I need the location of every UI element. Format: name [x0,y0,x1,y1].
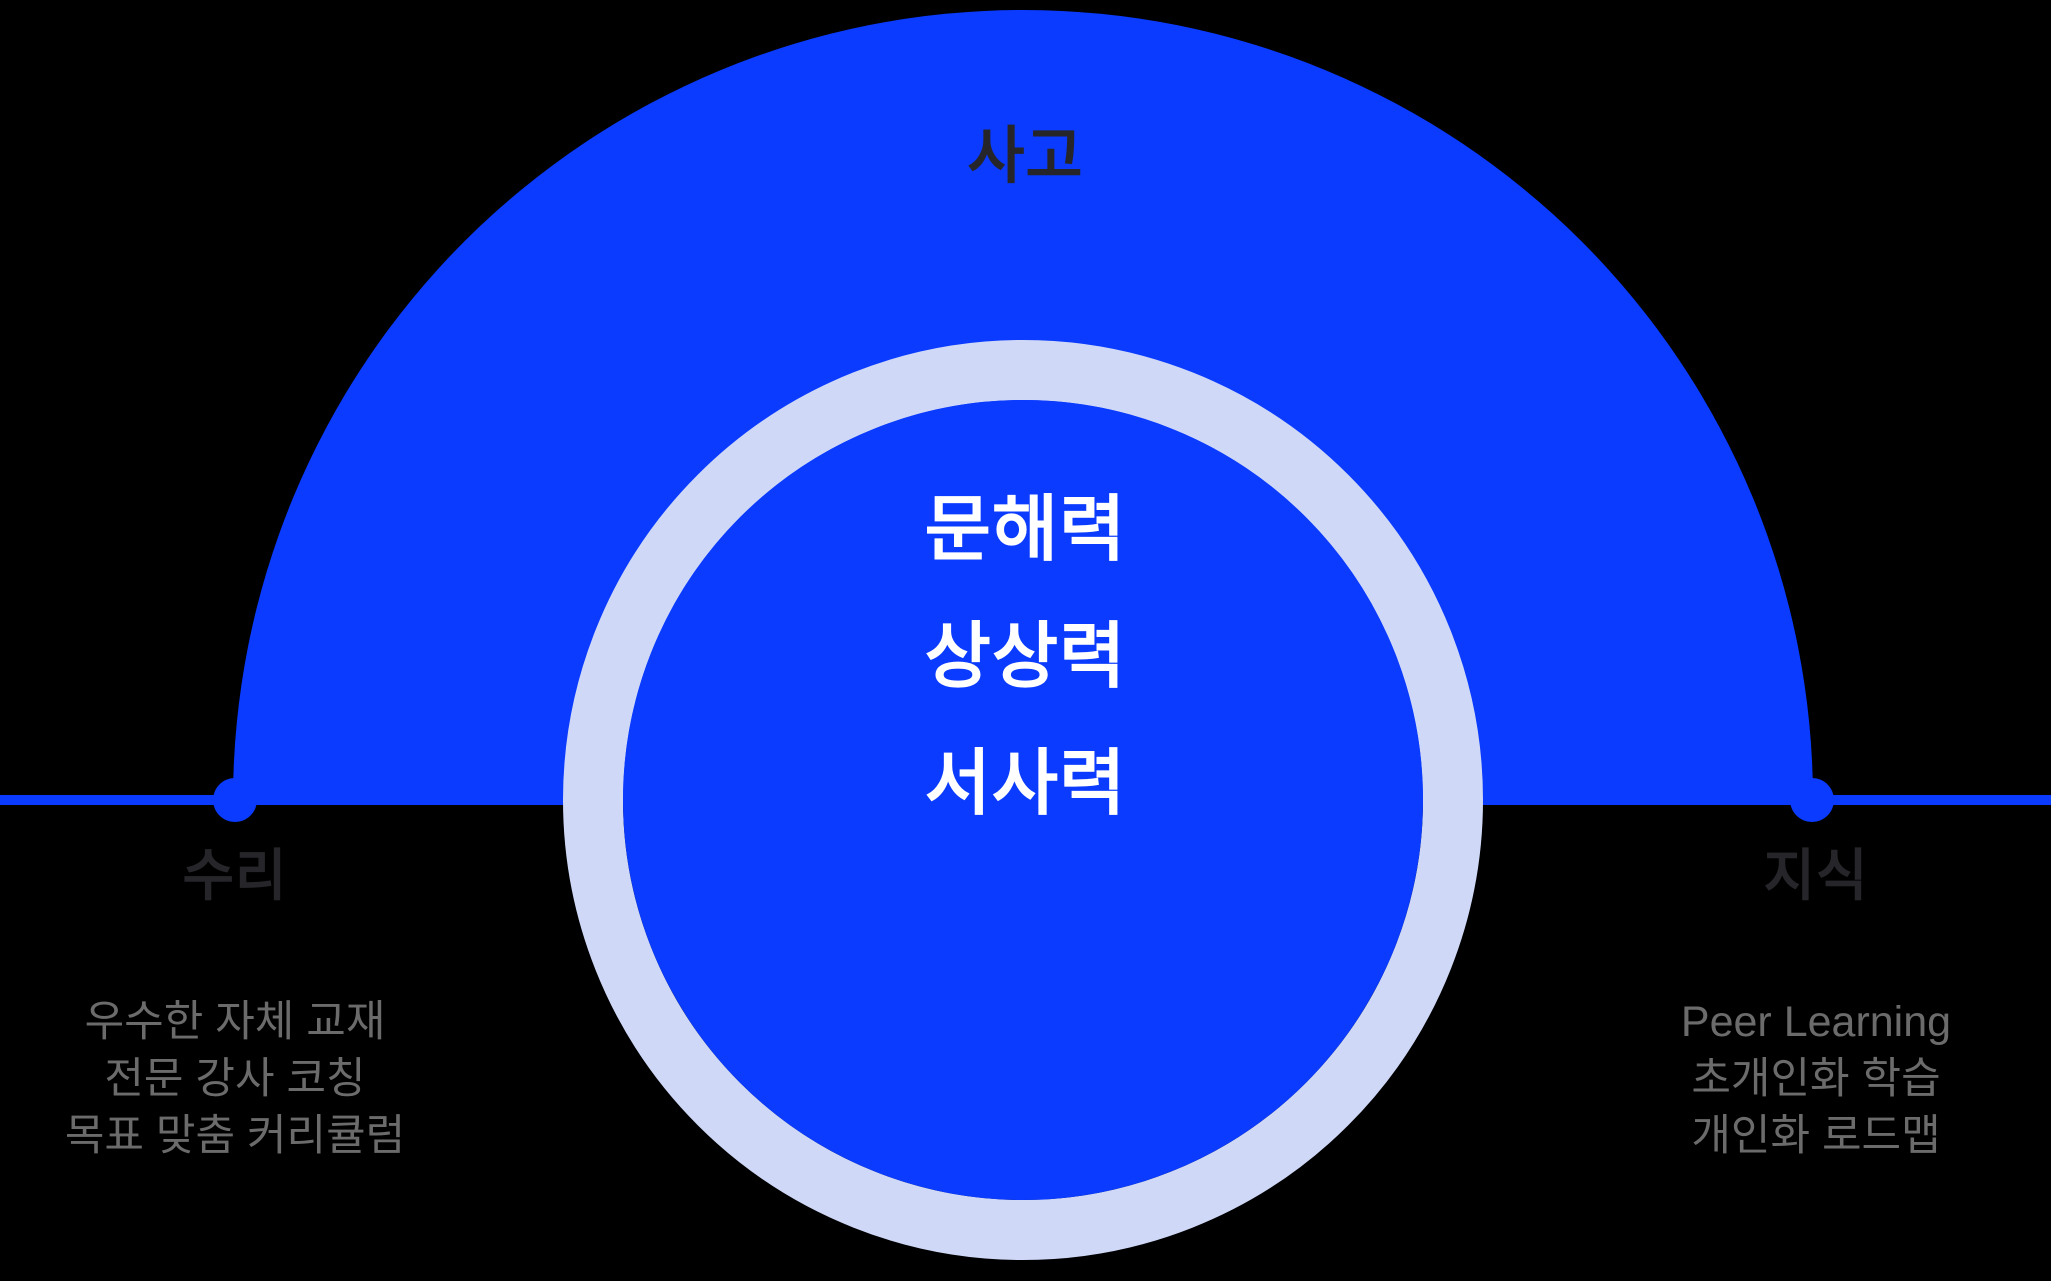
core-ring [563,340,1483,1260]
right-node-dot[interactable] [1790,778,1834,822]
left-node-dot[interactable] [213,778,257,822]
core-circle [623,400,1423,1200]
